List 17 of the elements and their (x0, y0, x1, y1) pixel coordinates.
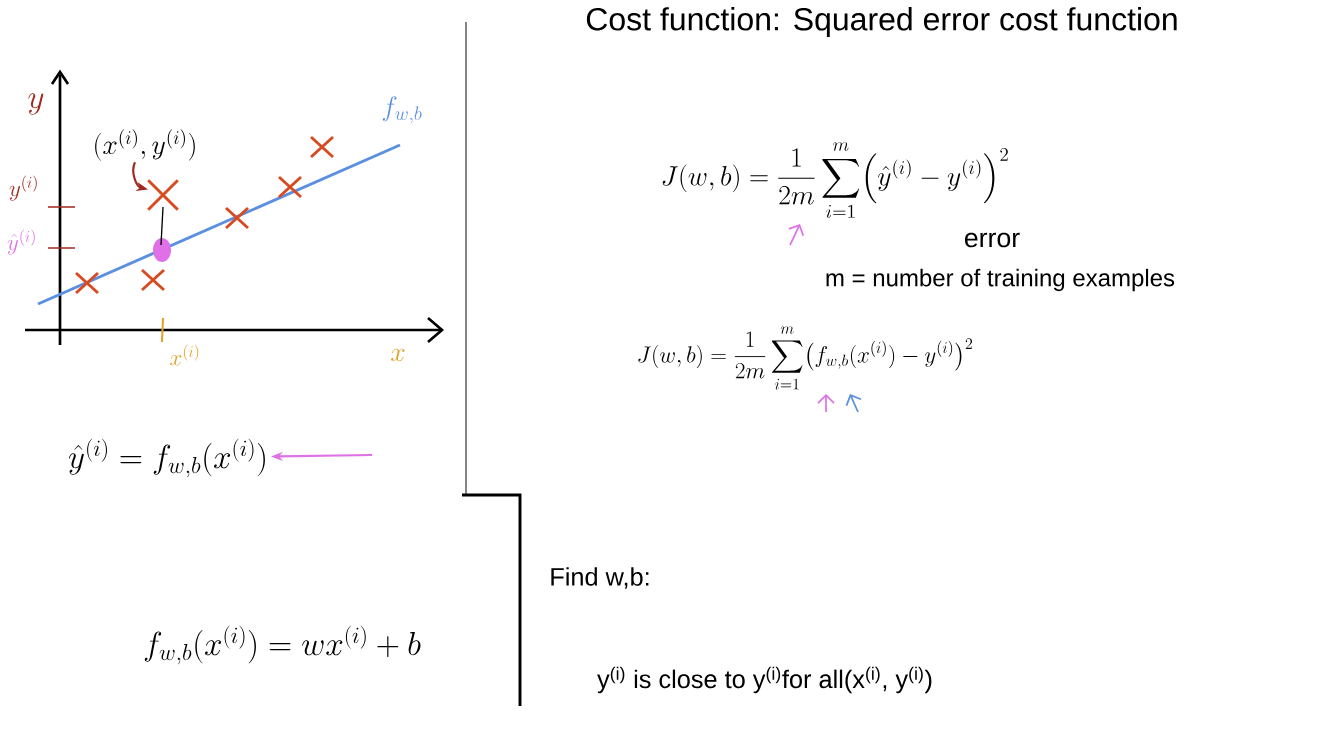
data-point-cross (146, 178, 180, 212)
model-formula: $f_{w,b}(x^{(i)}) = wx^{(i)} + b$ (144, 625, 421, 665)
line-label: $f_{w,b}$ (382, 96, 422, 124)
axis-label: $x$ (391, 348, 405, 362)
prediction-formula: $\hat{y}^{(i)} = f_{w,b}(x^{(i)})$ (68, 438, 265, 478)
condition-text: y$^{(i)}$ is close to y$^{(i)}$for all(x$^{(i)}$, y$^{(i)}$) (597, 666, 932, 694)
title: Cost function: Squared error cost function (586, 7, 1177, 37)
definition-text: m = number of training examples (826, 268, 1175, 292)
task-text: Find w,b: (551, 567, 649, 589)
cost-formula: $J(w,b) = \frac{1}{2m}\sum_{i=1}^{m}\Bigl(\hat{y}^{(i)} - y^{(i)}\Bigr)^{2}$ (662, 142, 1008, 218)
tick-label: $y^{(i)}$ (9, 175, 37, 201)
tick-label: $x^{(i)}$ (170, 344, 199, 366)
axis-label: $y$ (28, 93, 44, 115)
point-label: $(x^{(i)}, y^{(i)})$ (95, 129, 195, 161)
cost-formula: $J(w,b) = \frac{1}{2m}\sum_{i=1}^{m}\bigl(f_{w,b}(x^{(i)}) - y^{(i)}\bigr)^{2}$ (638, 326, 972, 390)
tick-label: $\hat{y}^{(i)}$ (7, 229, 35, 255)
error-label: error (965, 232, 1020, 248)
